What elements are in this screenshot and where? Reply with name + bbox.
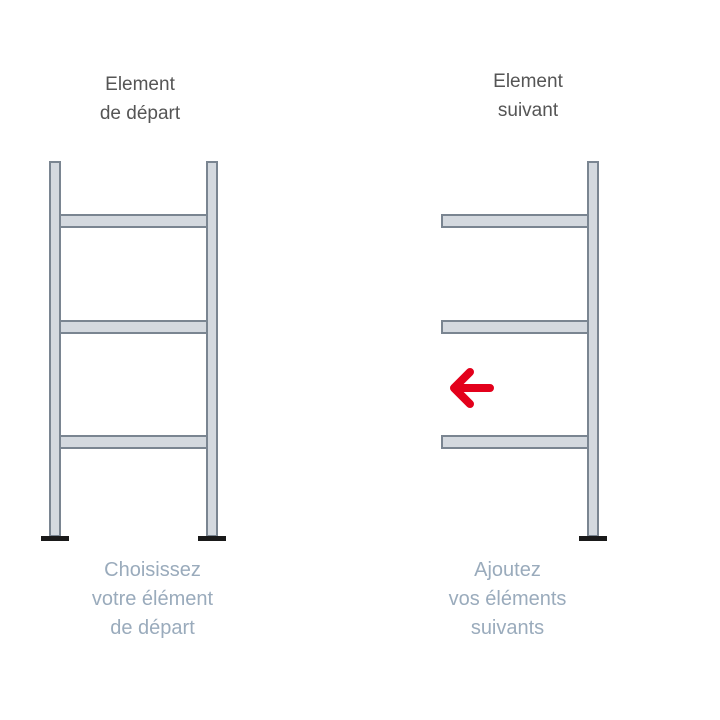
start-rack-shelf-3 [59,435,208,449]
start-rack-shelf-1 [59,214,208,228]
next-rack-shelf-2 [441,320,589,334]
next-rack-shelf-3 [441,435,589,449]
next-element-panel: Element suivant Ajoutez vos éléments sui… [360,0,720,720]
start-element-caption-line-1: Choisissez [104,559,201,581]
start-element-panel: Element de départ Choisissez votre éléme… [40,70,265,643]
next-rack-shelf-1 [441,214,589,228]
start-rack-left-upright [41,161,69,541]
next-element-caption-line-2: vos éléments [448,588,567,610]
start-element-caption-line-3: de départ [110,617,195,639]
next-element-rack [441,161,607,541]
arrow-left-icon [450,368,494,408]
start-rack-right-upright [198,161,226,541]
next-element-caption-line-3: suivants [470,617,545,639]
start-element-rack [41,161,226,541]
start-element-title: Element de départ [40,70,240,128]
next-element-title: Element suivant [448,67,608,125]
start-rack-shelf-2 [59,320,208,334]
next-element-title-line-1: Element [493,71,563,92]
next-rack-upright [579,161,607,541]
start-element-caption: Choisissez votre élément de départ [40,556,265,643]
start-element-title-line-1: Element [105,74,175,95]
start-element-title-line-2: de départ [99,103,181,124]
next-element-caption: Ajoutez vos éléments suivants [415,556,600,643]
start-element-caption-line-2: votre élément [91,588,214,610]
next-element-title-line-2: suivant [497,100,559,121]
next-element-caption-line-1: Ajoutez [474,559,541,581]
